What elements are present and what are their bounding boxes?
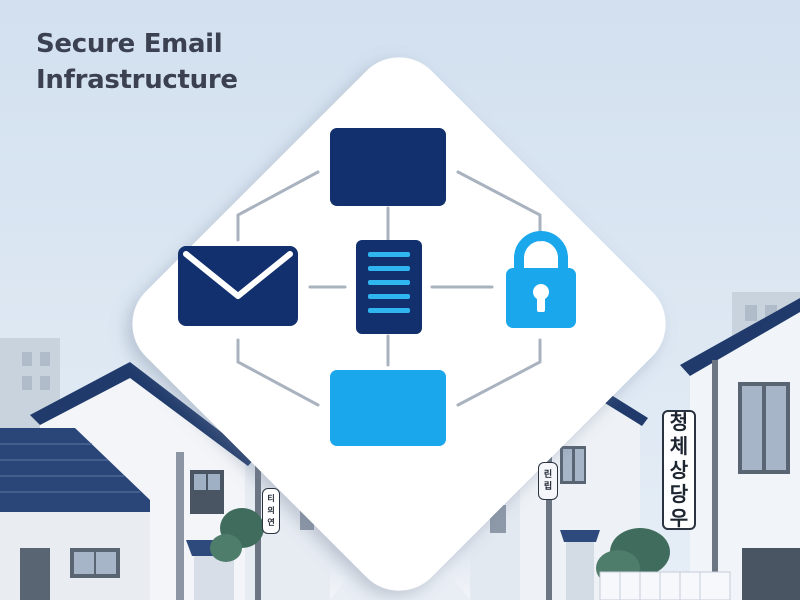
shop-sign-small-right: 린 립 (538, 462, 558, 500)
sign-char: 상 (669, 458, 689, 482)
right-houses (470, 298, 800, 600)
sign-char: 당 (669, 482, 689, 506)
shop-sign-vertical: 청 체 상 당 우 (662, 410, 696, 530)
server-icon (356, 240, 422, 334)
sign-char: 의 (267, 506, 275, 515)
title-line-1: Secure Email (36, 29, 223, 59)
envelope-icon (178, 246, 298, 326)
title-line-2: Infrastructure (36, 65, 238, 95)
navy-display-icon (330, 128, 446, 206)
sign-char: 청 (669, 410, 689, 434)
sign-char: 연 (267, 518, 275, 527)
sign-char: 립 (543, 482, 553, 492)
lock-icon (506, 231, 576, 328)
sign-char: 린 (543, 470, 553, 480)
sign-char: 우 (669, 506, 689, 530)
shop-sign-small-left: 티 의 연 (262, 488, 280, 534)
monitor-icon (330, 370, 446, 446)
sign-char: 티 (267, 494, 275, 503)
page-title: Secure Email Infrastructure (36, 26, 238, 98)
sign-char: 체 (669, 434, 689, 458)
